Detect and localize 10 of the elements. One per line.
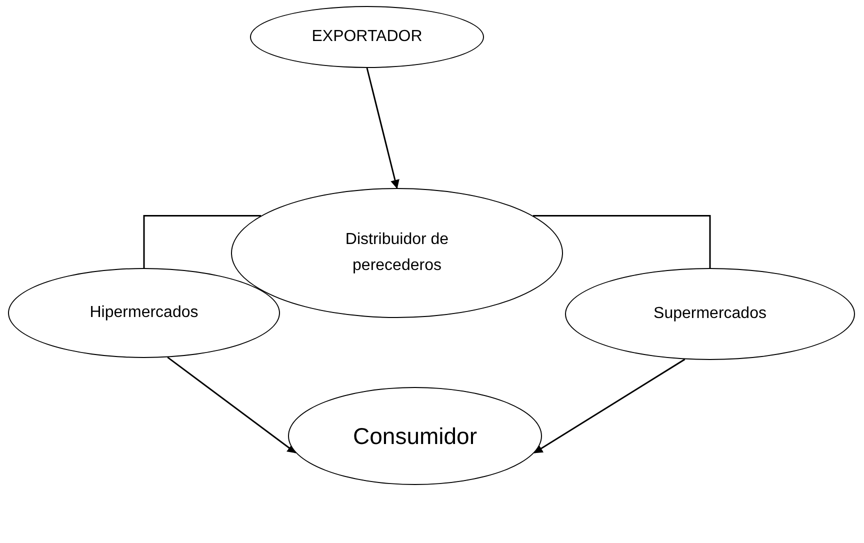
connector-line: [532, 214, 711, 268]
arrow: [167, 356, 296, 454]
arrow: [366, 68, 400, 189]
arrow: [534, 358, 686, 454]
node-label: Hipermercados: [90, 303, 198, 324]
node-label: Supermercados: [654, 304, 766, 324]
node-label: EXPORTADOR: [312, 27, 422, 48]
node-label: Distribuidor de perecederos: [344, 230, 450, 276]
node-label: Consumidor: [353, 422, 477, 451]
connector-line: [143, 214, 262, 268]
